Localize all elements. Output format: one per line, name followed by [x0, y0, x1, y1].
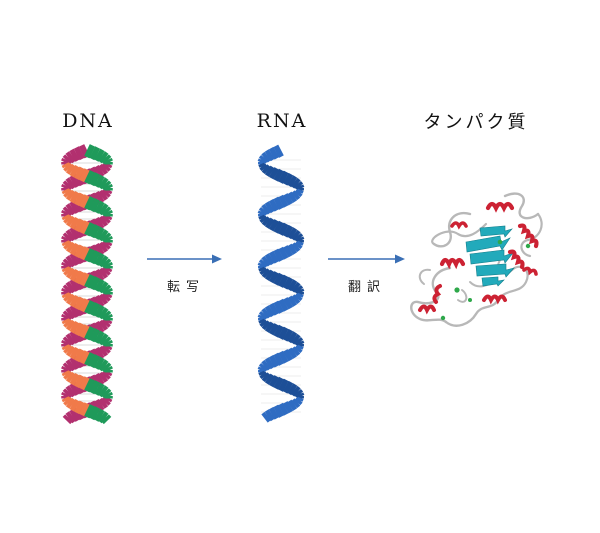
dna-front-strand — [61, 144, 113, 425]
double-helix-icon — [61, 144, 113, 425]
dna-title: DNA — [62, 110, 114, 132]
protein-green-accents — [440, 239, 531, 321]
arrow-head — [212, 254, 222, 264]
protein-beta-sheets — [465, 225, 515, 287]
protein-title: タンパク質 — [423, 112, 529, 133]
transcription-label: 転写 — [166, 280, 206, 295]
transcription-arrow — [147, 254, 222, 264]
single-helix-icon — [257, 144, 305, 423]
rna-strand — [257, 144, 305, 423]
protein-ribbon-icon — [410, 192, 543, 327]
rna-title: RNA — [256, 110, 308, 132]
protein-alpha-helices — [418, 201, 539, 315]
arrow-head — [395, 254, 405, 264]
translation-arrow — [328, 254, 405, 264]
translation-label: 翻訳 — [347, 280, 387, 295]
